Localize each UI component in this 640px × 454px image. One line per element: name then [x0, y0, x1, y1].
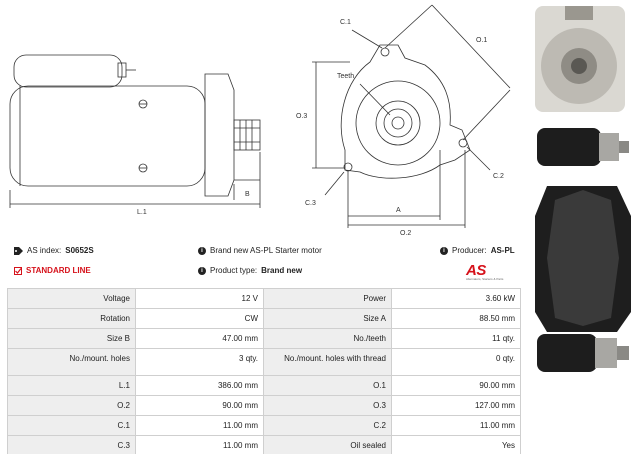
standard-line: STANDARD LINE — [14, 266, 91, 275]
brand-new-text: Brand new AS-PL Starter motor — [210, 246, 322, 255]
spec-value: 11.00 mm — [135, 435, 264, 454]
tag-icon — [14, 246, 23, 255]
spec-value: 88.50 mm — [391, 308, 521, 329]
spec-value: 3.60 kW — [391, 288, 521, 309]
front-view-drawing — [312, 4, 511, 228]
spec-label: O.2 — [7, 395, 136, 416]
product-photos — [535, 6, 631, 372]
info-icon: i — [198, 246, 206, 255]
spec-value: 90.00 mm — [135, 395, 264, 416]
spec-label: C.3 — [7, 435, 136, 454]
as-index-value: S0652S — [65, 246, 94, 255]
product-type-value: Brand new — [261, 266, 303, 275]
photo-side-1 — [537, 128, 629, 166]
side-view-drawing — [9, 54, 261, 208]
label-c1: C.1 — [340, 19, 351, 26]
product-type: i Product type: Brand new — [198, 266, 302, 275]
info-icon: i — [440, 246, 448, 255]
producer-value: AS-PL — [490, 246, 515, 255]
label-a: A — [396, 207, 401, 214]
product-info: AS index: S0652S STANDARD LINE i Brand n… — [8, 244, 520, 284]
spec-value: CW — [135, 308, 264, 329]
standard-line-label: STANDARD LINE — [26, 266, 91, 275]
as-pl-logo: AS Alternators, Starters & Parts — [466, 262, 514, 286]
spec-label: Rotation — [7, 308, 136, 329]
logo-tagline: Alternators, Starters & Parts — [466, 277, 504, 281]
spec-value: 90.00 mm — [391, 375, 521, 396]
spec-label: No./teeth — [263, 328, 392, 349]
spec-label: Voltage — [7, 288, 136, 309]
label-o2: O.2 — [400, 230, 411, 237]
spec-value: Yes — [391, 435, 521, 454]
spec-value: 3 qty. — [135, 348, 264, 376]
technical-drawings: L.1 B C.1 O.1 Teeth O.3 C.2 C.3 A O.2 — [9, 4, 511, 237]
spec-label: Size A — [263, 308, 392, 329]
producer-label: Producer: — [452, 246, 487, 255]
label-teeth: Teeth — [337, 73, 354, 80]
photo-back — [535, 186, 631, 332]
logo-text: AS — [466, 262, 486, 279]
spec-label: O.1 — [263, 375, 392, 396]
photo-front — [535, 6, 625, 112]
brand-new-note: i Brand new AS-PL Starter motor — [198, 246, 322, 255]
as-index: AS index: S0652S — [14, 246, 94, 255]
spec-value: 0 qty. — [391, 348, 521, 376]
product-type-label: Product type: — [210, 266, 258, 275]
label-c3: C.3 — [305, 200, 316, 207]
spec-label: C.2 — [263, 415, 392, 436]
info-icon: i — [198, 266, 206, 275]
spec-value: 11.00 mm — [135, 415, 264, 436]
spec-label: No./mount. holes — [7, 348, 136, 376]
spec-label: Oil sealed — [263, 435, 392, 454]
as-index-label: AS index: — [27, 246, 62, 255]
photo-side-2 — [537, 334, 629, 372]
spec-value: 11 qty. — [391, 328, 521, 349]
spec-label: Power — [263, 288, 392, 309]
spec-value: 11.00 mm — [391, 415, 521, 436]
spec-label: No./mount. holes with thread — [263, 348, 392, 376]
spec-value: 47.00 mm — [135, 328, 264, 349]
spec-label: C.1 — [7, 415, 136, 436]
spec-value: 127.00 mm — [391, 395, 521, 416]
spec-label: L.1 — [7, 375, 136, 396]
label-l1: L.1 — [137, 209, 147, 216]
checkbox-icon — [14, 266, 22, 275]
label-b: B — [245, 191, 250, 198]
label-o3: O.3 — [296, 113, 307, 120]
spec-value: 12 V — [135, 288, 264, 309]
spec-label: O.3 — [263, 395, 392, 416]
label-c2: C.2 — [493, 173, 504, 180]
producer: i Producer: AS-PL — [440, 246, 515, 255]
label-o1: O.1 — [476, 37, 487, 44]
spec-value: 386.00 mm — [135, 375, 264, 396]
spec-label: Size B — [7, 328, 136, 349]
